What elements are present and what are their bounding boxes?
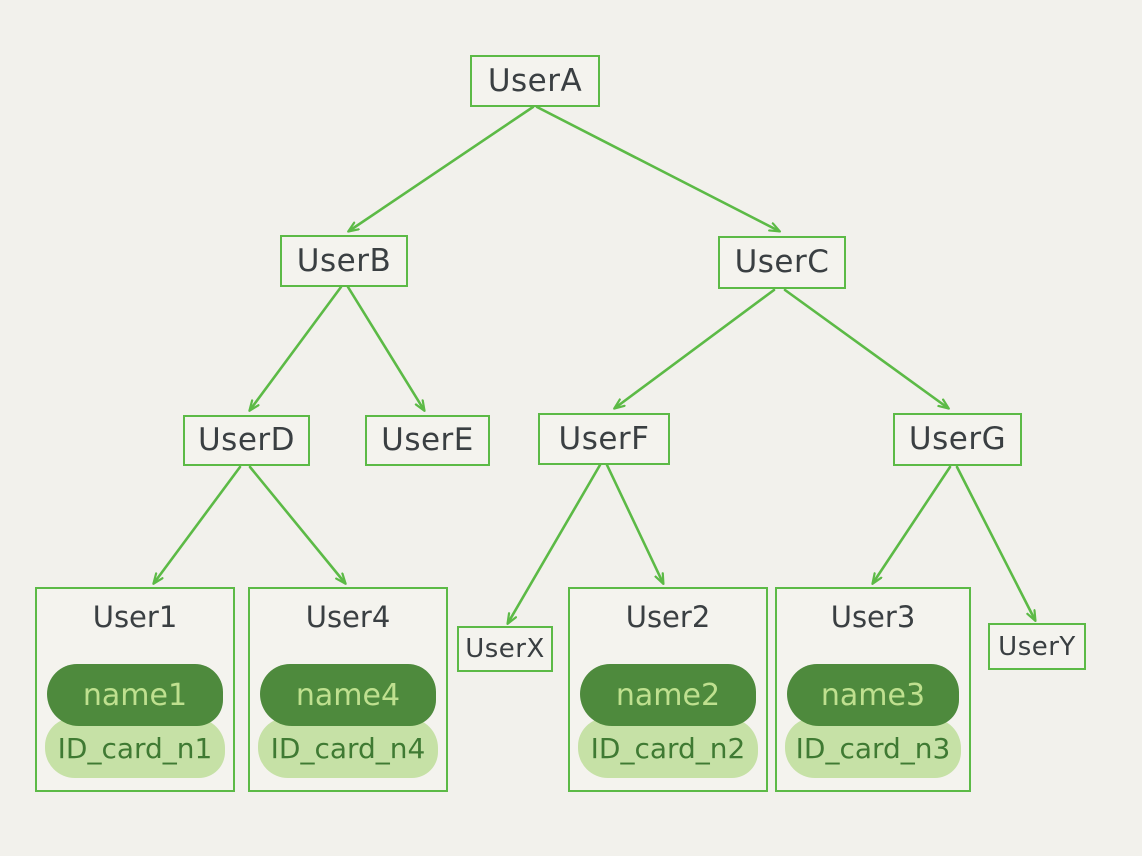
card-user3-name-pill[interactable]: name3 — [787, 664, 959, 726]
card-user2-idcard-pill[interactable]: ID_card_n2 — [578, 718, 758, 778]
card-user3-idcard-text: ID_card_n3 — [795, 731, 951, 765]
node-userF-label: UserF — [558, 420, 650, 457]
card-user1-name-pill[interactable]: name1 — [47, 664, 223, 726]
card-user3-title: User3 — [830, 600, 916, 634]
node-userA-label: UserA — [487, 62, 583, 99]
card-user4-idcard-pill[interactable]: ID_card_n4 — [258, 718, 438, 778]
card-user2-pills: name2 ID_card_n2 — [570, 632, 766, 790]
node-userD-label: UserD — [197, 422, 296, 458]
card-user4-name-text: name4 — [295, 677, 401, 713]
card-user1-name-text: name1 — [82, 677, 188, 713]
card-user2-name-text: name2 — [615, 677, 721, 713]
card-user2-title: User2 — [625, 600, 711, 634]
card-user4-name-pill[interactable]: name4 — [260, 664, 436, 726]
card-user2[interactable]: User2 name2 ID_card_n2 — [568, 587, 768, 792]
node-userE[interactable]: UserE — [365, 415, 490, 466]
card-user1-pills: name1 ID_card_n1 — [37, 632, 233, 790]
card-user1-idcard-pill[interactable]: ID_card_n1 — [45, 718, 225, 778]
edge-userD-user4 — [248, 465, 345, 583]
card-user3[interactable]: User3 name3 ID_card_n3 — [775, 587, 971, 792]
edge-userC-userG — [783, 288, 948, 408]
card-user4-pills: name4 ID_card_n4 — [250, 632, 446, 790]
node-userE-label: UserE — [381, 422, 474, 458]
card-user1[interactable]: User1 name1 ID_card_n1 — [35, 587, 235, 792]
card-user1-title: User1 — [92, 600, 178, 634]
card-user3-name-text: name3 — [820, 677, 926, 713]
edge-userF-user2 — [605, 463, 663, 583]
node-userY[interactable]: UserY — [988, 623, 1086, 670]
node-userG[interactable]: UserG — [893, 413, 1022, 466]
edge-userA-userB — [349, 105, 535, 231]
edge-userD-user1 — [154, 465, 242, 583]
node-userC-label: UserC — [734, 244, 830, 280]
node-userX-label: UserX — [465, 634, 545, 664]
node-userD[interactable]: UserD — [183, 415, 310, 466]
edge-userG-user3 — [873, 465, 952, 583]
node-userY-label: UserY — [998, 631, 1076, 662]
card-user4[interactable]: User4 name4 ID_card_n4 — [248, 587, 448, 792]
node-userB[interactable]: UserB — [280, 235, 408, 287]
card-user1-idcard-text: ID_card_n1 — [57, 731, 213, 765]
edge-userB-userD — [250, 285, 343, 410]
edge-userA-userC — [535, 105, 779, 231]
card-user2-idcard-text: ID_card_n2 — [590, 731, 746, 765]
edge-userB-userE — [346, 285, 424, 410]
card-user2-name-pill[interactable]: name2 — [580, 664, 756, 726]
card-user4-title: User4 — [305, 600, 391, 634]
node-userG-label: UserG — [908, 421, 1007, 457]
card-user3-idcard-pill[interactable]: ID_card_n3 — [785, 718, 961, 778]
node-userX[interactable]: UserX — [457, 626, 553, 672]
card-user3-pills: name3 ID_card_n3 — [777, 632, 969, 790]
node-userF[interactable]: UserF — [538, 413, 670, 465]
node-userC[interactable]: UserC — [718, 236, 846, 289]
card-user4-idcard-text: ID_card_n4 — [270, 731, 426, 765]
node-userB-label: UserB — [296, 242, 392, 279]
edge-userC-userF — [615, 288, 776, 408]
node-userA[interactable]: UserA — [470, 55, 600, 107]
